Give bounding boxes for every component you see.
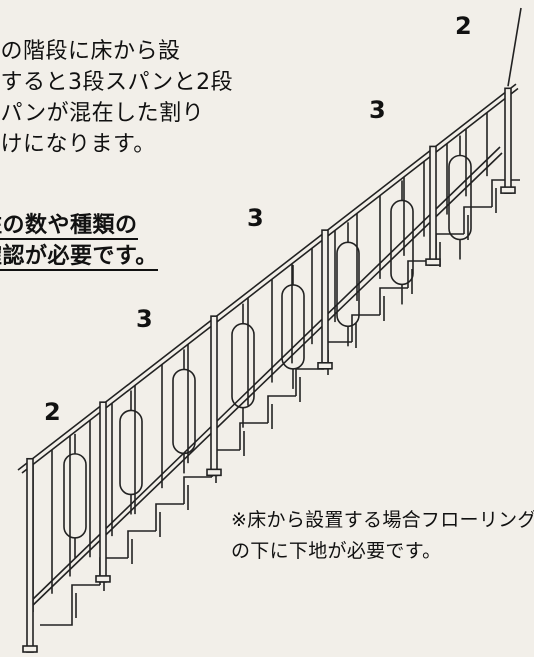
- span-label-2-top: 2: [455, 12, 472, 40]
- stair-step: [379, 287, 408, 315]
- post-base: [22, 645, 38, 653]
- emphasis-line-2: 確認が必要です。: [0, 244, 158, 271]
- bottom-rail: [29, 146, 501, 603]
- oval-ornament: [119, 409, 143, 496]
- newel-post: [429, 145, 437, 266]
- intro-line-4: 付けになります。: [0, 132, 156, 157]
- emphasis-line-1: 柱の数や種類の: [0, 213, 138, 240]
- span-label-2-bottom: 2: [44, 398, 61, 426]
- note-line-2: の下に下地が必要です。: [231, 540, 442, 562]
- stair-step: [267, 395, 296, 423]
- newel-post: [321, 229, 329, 370]
- handrail-end: [507, 7, 522, 87]
- oval-ornament: [281, 284, 305, 370]
- newel-post: [210, 315, 218, 477]
- stair-step: [239, 422, 268, 450]
- span-label-3-b: 3: [247, 204, 264, 232]
- stair-step: [351, 314, 380, 342]
- post-base: [95, 575, 111, 583]
- stair-landing: [40, 612, 73, 626]
- oval-ornament: [63, 453, 87, 539]
- span-label-3-a: 3: [136, 305, 153, 333]
- newel-post: [504, 87, 512, 194]
- newel-posts: [22, 87, 516, 653]
- post-base: [317, 361, 333, 370]
- stair-step: [71, 584, 100, 612]
- stair-step: [155, 503, 184, 531]
- intro-text: この階段に床から設 置すると3段スパンと2段 スパンが混在した割り 付けになりま…: [0, 36, 233, 160]
- oval-ornament: [172, 368, 196, 455]
- newel-post: [99, 401, 107, 583]
- oval-ornaments: [63, 135, 472, 558]
- floor-note: ※床から設置する場合フローリング の下に下地が必要です。: [231, 505, 534, 567]
- oval-ornament: [336, 241, 360, 328]
- emphasis-text: 柱の数や種類の 確認が必要です。: [0, 210, 158, 272]
- stair-step: [183, 476, 212, 504]
- intro-line-2: 置すると3段スパンと2段: [0, 70, 234, 95]
- newel-post: [26, 457, 34, 653]
- post-base: [500, 186, 516, 194]
- post-base: [425, 258, 441, 266]
- note-line-1: ※床から設置する場合フローリング: [231, 509, 534, 531]
- post-base: [206, 468, 222, 477]
- intro-line-3: スパンが混在した割り: [0, 101, 205, 126]
- stair-step: [127, 530, 156, 558]
- stair-step: [463, 206, 492, 234]
- span-label-3-c: 3: [369, 96, 386, 124]
- intro-line-1: この階段に床から設: [0, 39, 181, 64]
